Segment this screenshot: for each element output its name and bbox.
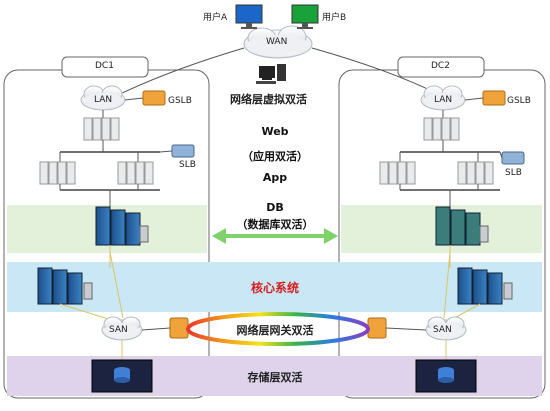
user-b-label: 用户B: [322, 13, 347, 23]
dc2-gslb-device: [482, 90, 506, 106]
dc2-san-cloud: [425, 316, 467, 341]
dc2-san-label: SAN: [433, 325, 452, 335]
dc1-tab: [61, 56, 149, 78]
dc1-slb-label: SLB: [179, 160, 196, 170]
core-band: [7, 262, 542, 312]
monitor-b: [291, 4, 319, 29]
dc1-san-cloud: [101, 316, 143, 341]
dc2-lan-cloud: [420, 85, 466, 111]
dc1-gateway-device: [169, 317, 189, 339]
app-dual-active-label: （应用双活）: [242, 150, 308, 163]
dc2-gateway-device: [367, 317, 387, 339]
app-label: App: [262, 171, 288, 184]
monitor-a: [235, 4, 263, 29]
dc2-label: DC2: [431, 61, 450, 71]
dc1-lan-cloud: [80, 85, 126, 111]
dc2-tab: [397, 56, 485, 78]
dc1-gslb-label: GSLB: [168, 96, 192, 106]
dc1-label: DC1: [95, 61, 114, 71]
db-dual-active-label: （数据库双活）: [236, 218, 314, 231]
dc1-gslb-device: [142, 90, 166, 106]
core-system-label: 核心系统: [250, 281, 299, 295]
dc1-slb-device: [171, 144, 195, 158]
wan-label: WAN: [266, 37, 288, 47]
dc2-app-servers: [379, 161, 494, 185]
pc-icon: [256, 64, 286, 84]
dc1-app-servers: [39, 161, 154, 185]
wan-cloud: [243, 25, 313, 59]
dc2-slb-device: [501, 151, 525, 165]
dc1-web-servers: [83, 117, 120, 141]
db-label: DB: [266, 201, 284, 214]
storage-dual-active-label: 存储层双活: [247, 371, 303, 384]
web-label: Web: [261, 125, 289, 138]
network-gateway-dual-active-label: 网络层网关双活: [236, 324, 314, 337]
db-sync-arrow: [212, 228, 338, 244]
gateway-ring: [186, 312, 370, 346]
dc2-core-rack: [457, 267, 513, 305]
dc2-lan-label: LAN: [434, 95, 453, 105]
network-virtual-dual-active-label: 网络层虚拟双活: [230, 93, 307, 106]
dc2-web-servers: [423, 117, 460, 141]
user-a-label: 用户A: [203, 13, 228, 23]
dc1-db-rack: [95, 206, 149, 246]
dc1-lan-label: LAN: [94, 95, 113, 105]
dc1-san-label: SAN: [109, 325, 128, 335]
dc2-storage: [415, 359, 477, 393]
dc2-db-rack: [435, 206, 489, 246]
dc1-storage: [91, 359, 153, 393]
dc2-slb-label: SLB: [505, 168, 522, 178]
dc2-gslb-label: GSLB: [507, 96, 531, 106]
